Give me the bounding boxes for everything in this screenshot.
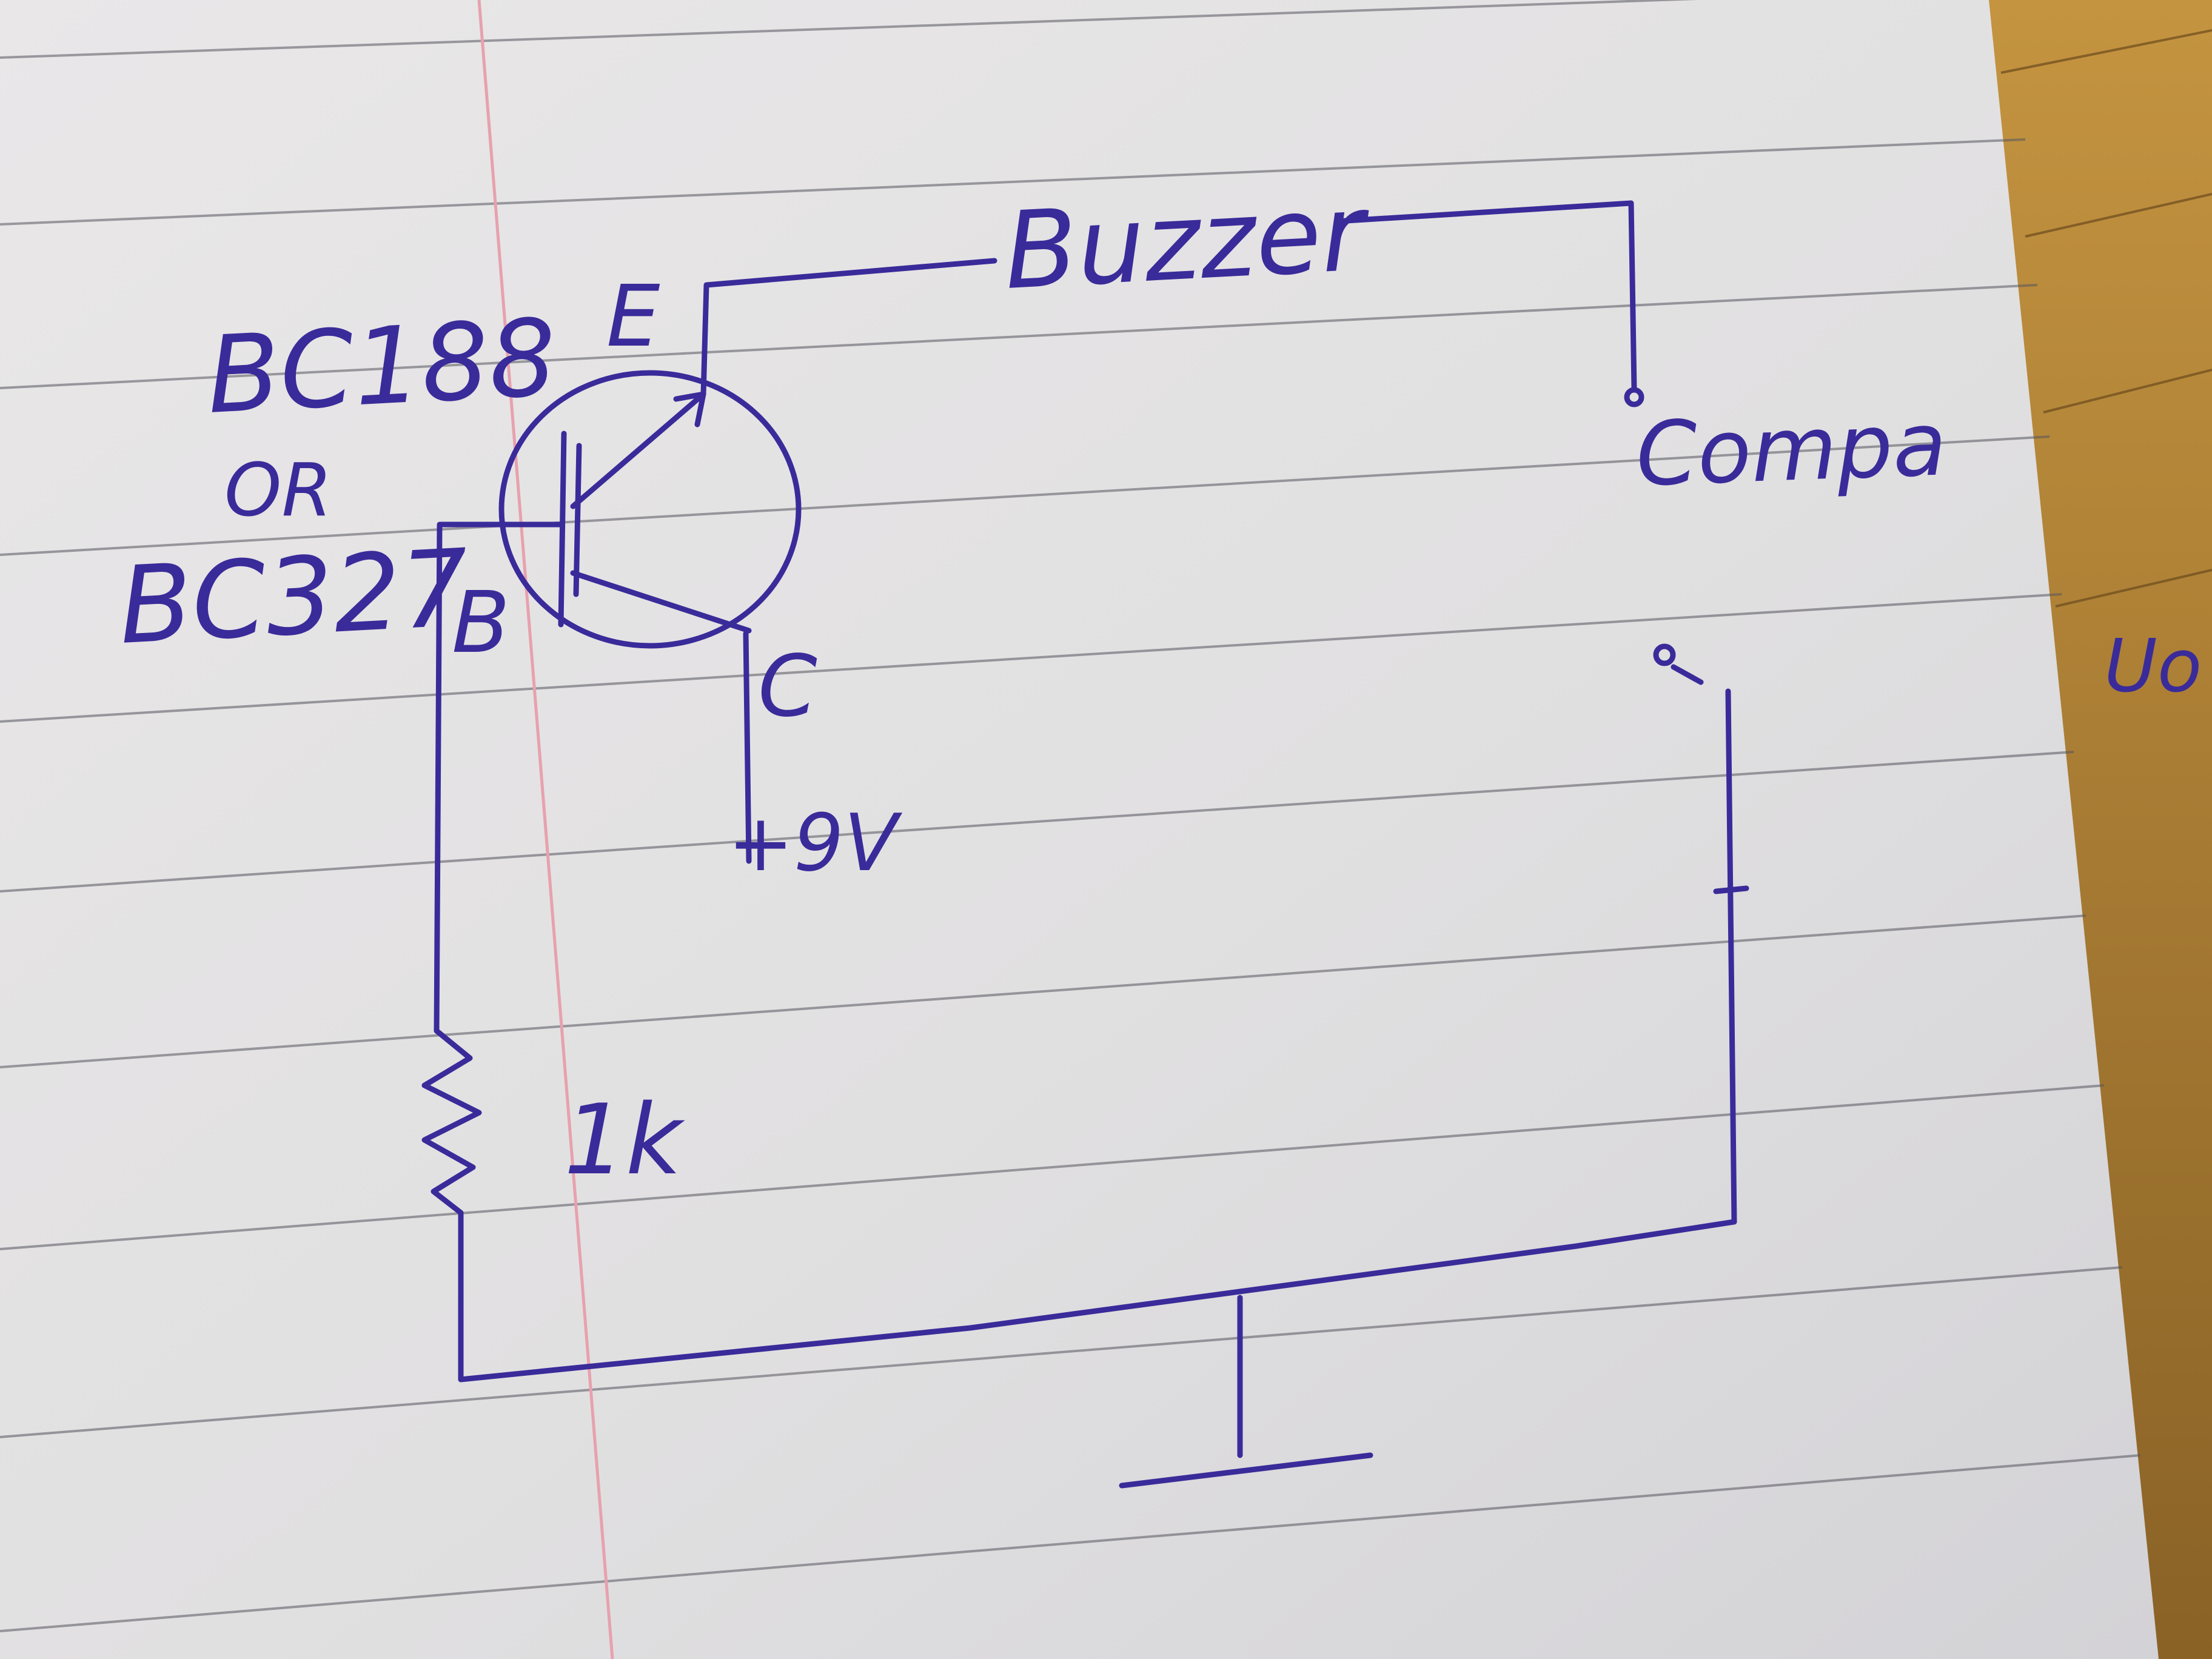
collector-label: C	[758, 637, 817, 736]
circuit-labels: BC188 OR BC327 E B C +9V Buzzer 1k Compa…	[116, 172, 2202, 1196]
circuit-drawing	[421, 200, 1749, 1489]
buzzer-label: Buzzer	[1002, 172, 1373, 313]
resistor-symbol	[421, 1028, 482, 1382]
compass-return-wire	[1725, 688, 1737, 1225]
transistor-part-alt-label: BC327	[116, 527, 472, 668]
transistor-symbol	[498, 370, 802, 649]
resistor-label: 1k	[564, 1083, 685, 1196]
transistor-collector-leg	[570, 570, 752, 634]
ground-bus-wire	[458, 1219, 1737, 1382]
compass-label: Compa	[1634, 393, 1948, 506]
edge-scribble: Uo	[2104, 625, 2202, 709]
base-wire	[434, 521, 564, 1034]
transistor-base-bar	[558, 431, 567, 628]
margin-line	[477, 0, 614, 1659]
transistor-base-bar-inner	[573, 443, 582, 597]
transistor-part-label: BC188	[204, 297, 560, 438]
folder-lines	[2000, 29, 2212, 608]
compass-contact-top	[1624, 387, 1644, 407]
compass-needle-mark	[1671, 664, 1749, 894]
transistor-emitter-leg	[570, 391, 706, 509]
buzzer-wire	[1334, 200, 1637, 391]
supply-label: +9V	[728, 797, 903, 889]
emitter-wire	[700, 258, 997, 397]
emitter-label: E	[606, 267, 660, 366]
alternative-word-label: OR	[224, 449, 332, 533]
collector-wire	[743, 631, 752, 864]
compass-contact-bottom	[1653, 643, 1676, 666]
base-label: B	[452, 574, 510, 672]
ground-symbol-icon	[1119, 1452, 1373, 1489]
